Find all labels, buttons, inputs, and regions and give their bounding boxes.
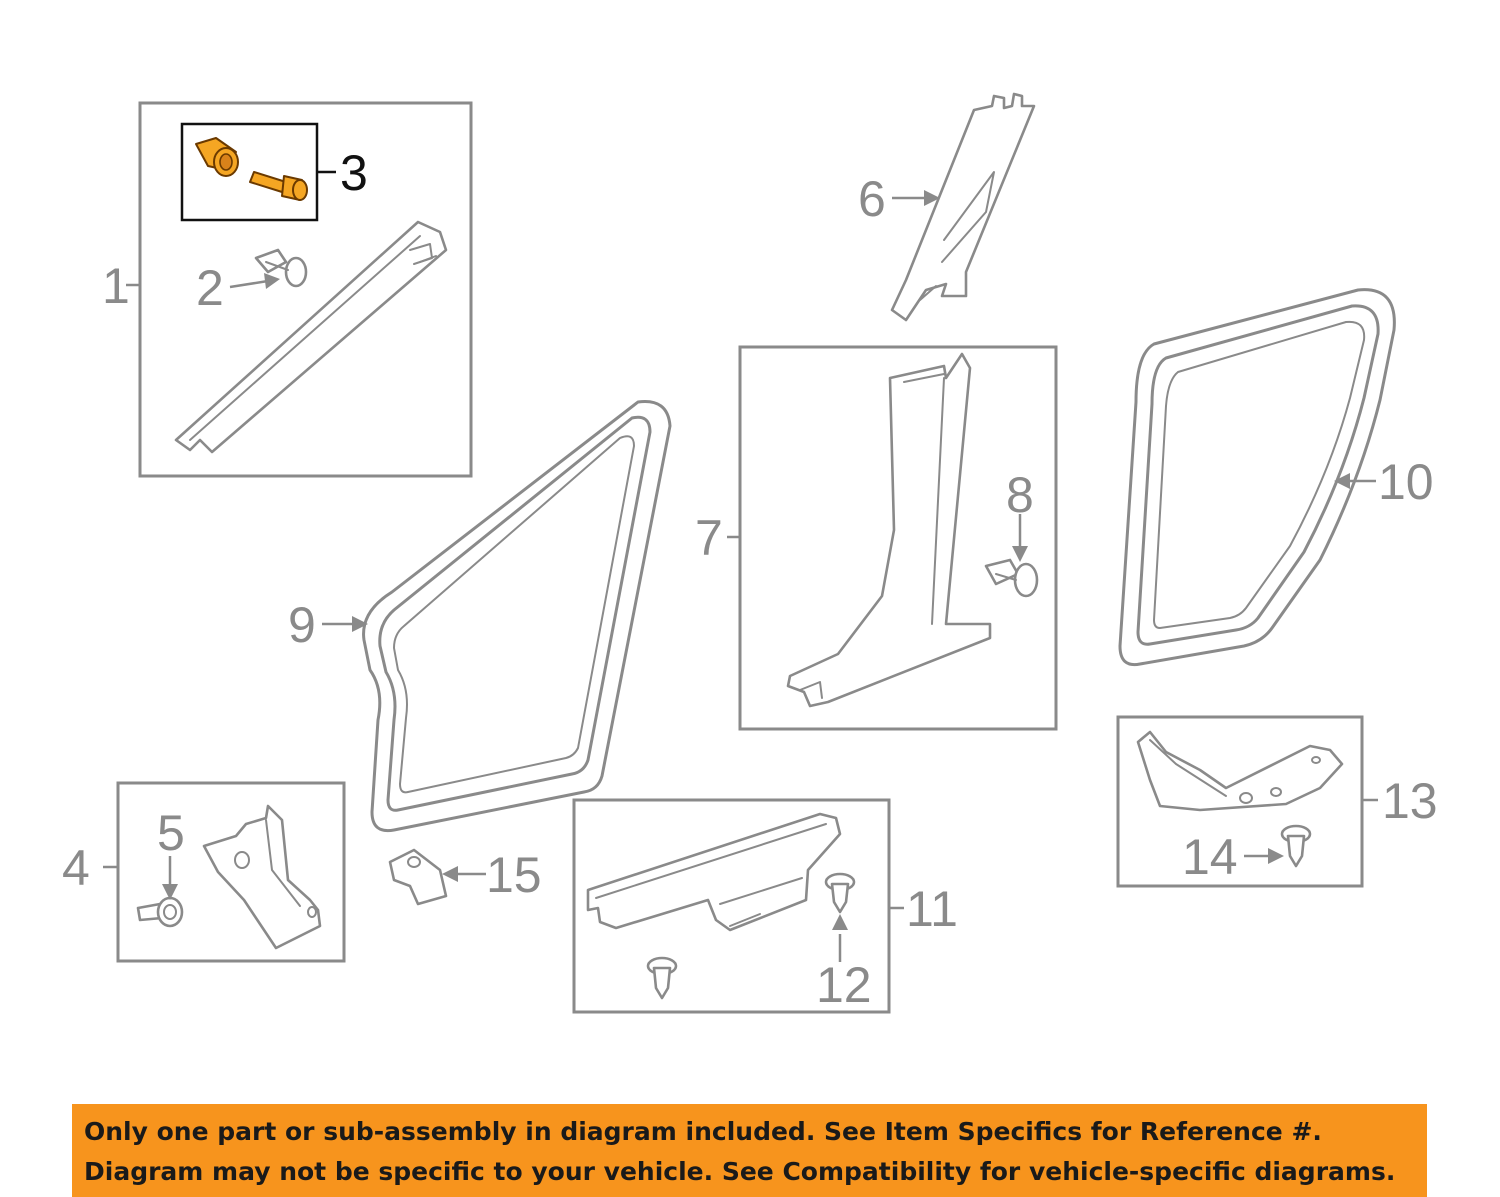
disclaimer-line-2: Diagram may not be specific to your vehi…	[84, 1157, 1396, 1186]
arrow-5	[162, 884, 178, 900]
callout-1: 1	[102, 258, 130, 314]
bracket-15	[388, 848, 448, 906]
callout-6: 6	[858, 171, 886, 227]
highlight-box-3	[180, 122, 319, 222]
arrow-14	[1268, 848, 1284, 864]
arrow-12	[832, 914, 848, 930]
clip-12	[824, 872, 856, 914]
clip-14	[1280, 824, 1312, 868]
trim-clip-8	[984, 558, 1039, 598]
callout-7: 7	[695, 510, 723, 566]
kick-panel-4	[202, 804, 322, 950]
callout-14: 14	[1182, 829, 1238, 885]
group-box-11	[572, 798, 891, 1014]
leader-2	[229, 279, 269, 289]
group-box-13	[1116, 715, 1364, 888]
callout-10: 10	[1378, 454, 1434, 510]
disclaimer-banner: Only one part or sub-assembly in diagram…	[72, 1104, 1427, 1197]
rear-trim-panel-13	[1136, 730, 1344, 812]
arrow-15	[442, 866, 458, 882]
trim-clip-2	[254, 248, 308, 288]
sill-plate-11	[586, 812, 842, 932]
callout-3: 3	[340, 145, 368, 201]
callout-9: 9	[288, 597, 316, 653]
arrow-10	[1334, 473, 1350, 489]
callout-2: 2	[196, 260, 224, 316]
front-door-weatherstrip-9	[362, 400, 672, 833]
disclaimer-line-1: Only one part or sub-assembly in diagram…	[84, 1117, 1322, 1146]
screw-part-3	[249, 171, 308, 201]
callout-4: 4	[62, 840, 90, 896]
arrow-6	[924, 190, 940, 206]
group-box-1	[138, 101, 473, 478]
center-pillar-lower-trim-7	[786, 352, 992, 708]
callout-11: 11	[906, 881, 958, 937]
arrow-9	[352, 616, 368, 632]
upper-pillar-trim-6	[890, 92, 1036, 322]
clip-sill-lower	[646, 956, 678, 1000]
callout-5: 5	[157, 805, 185, 861]
callout-15: 15	[486, 847, 542, 903]
parts-diagram: 1 2 3 6 7	[62, 92, 1438, 1014]
callout-13: 13	[1382, 773, 1438, 829]
bolt-5	[136, 896, 184, 928]
front-pillar-trim	[174, 220, 448, 454]
arrow-2	[264, 273, 280, 289]
arrow-8	[1012, 546, 1028, 562]
callout-8: 8	[1006, 467, 1034, 523]
callout-12: 12	[816, 957, 872, 1013]
rear-door-weatherstrip-10	[1118, 288, 1396, 667]
group-box-4	[116, 781, 346, 963]
grommet-part-3	[195, 137, 239, 177]
